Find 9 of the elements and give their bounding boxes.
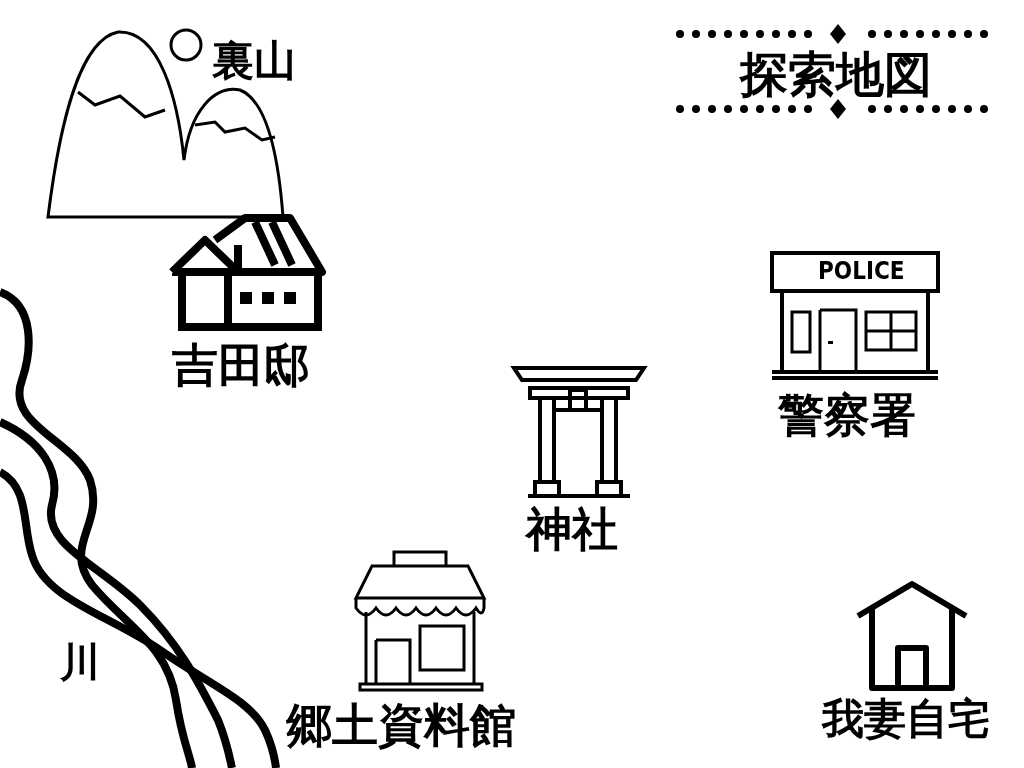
place-label: 川 [60, 642, 100, 682]
place-label: 警察署 [778, 392, 916, 438]
place-label: 吉田邸 [172, 342, 310, 388]
place-label: 神社 [526, 506, 618, 552]
sign-text: POLICE [818, 259, 905, 283]
map-title: 探索地図 [740, 50, 932, 98]
place-label: 裏山 [212, 40, 296, 82]
place-label: 我妻自宅 [822, 698, 990, 740]
place-label: 郷土資料館 [286, 702, 516, 748]
